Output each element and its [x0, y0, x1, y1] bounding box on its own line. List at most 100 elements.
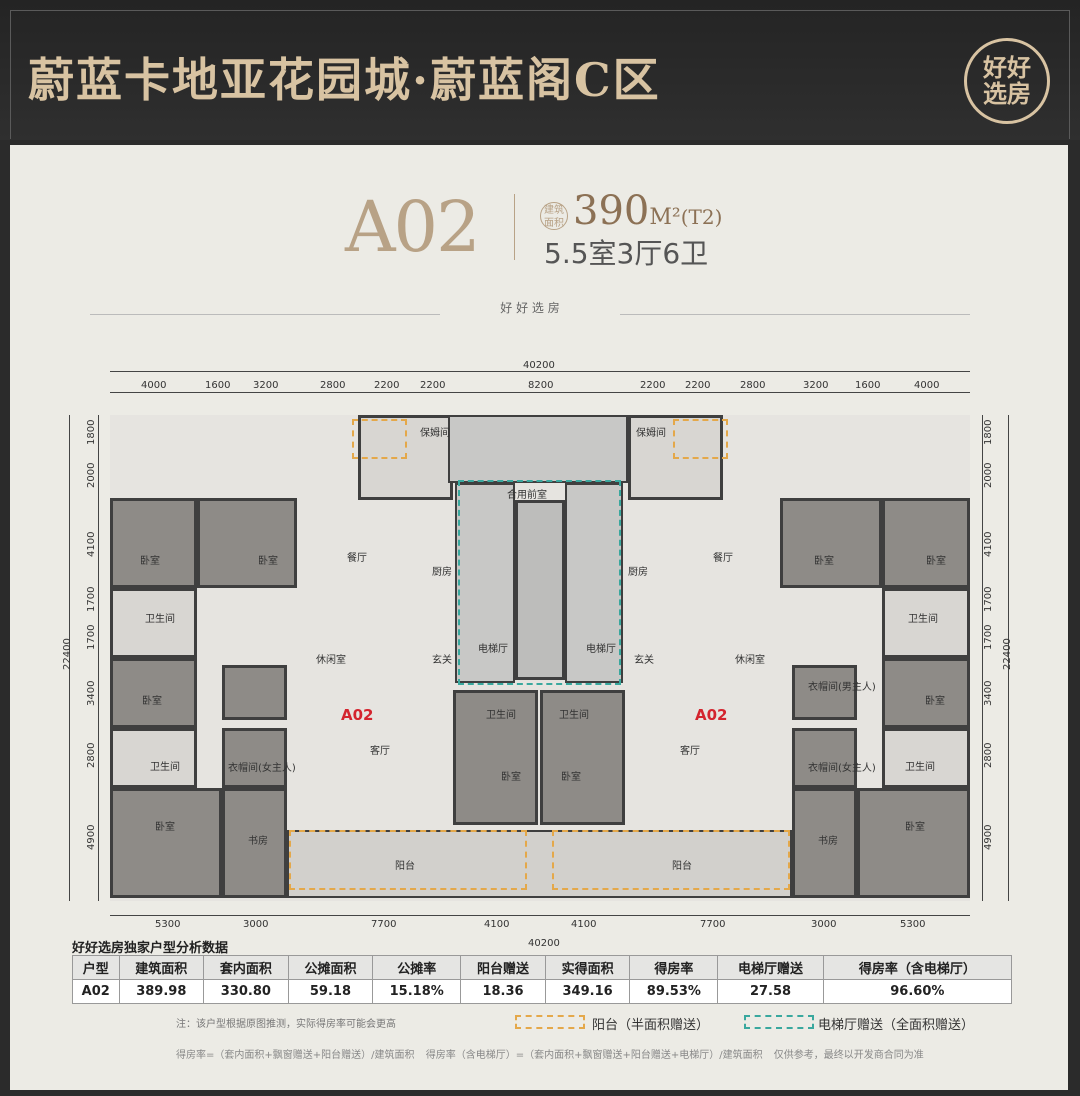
dim-left-1: 2000	[86, 462, 97, 488]
legend-elevator-swatch	[744, 1015, 814, 1029]
formula-1: 得房率=（套内面积+飘窗赠送+阳台赠送）/建筑面积	[176, 1050, 415, 1061]
label-study-left: 书房	[248, 836, 268, 847]
brand-top: 好好	[983, 54, 1031, 82]
dim-right-line	[982, 415, 983, 901]
balcony	[287, 830, 792, 898]
area-label: 建筑面积	[540, 202, 568, 230]
sub-brand: 好 好 选 房	[500, 301, 560, 315]
dim-right-total-line	[1008, 415, 1009, 901]
label-bedroom-2: 卧室	[258, 556, 278, 567]
area-type: (T2)	[680, 205, 723, 229]
dim-bottom-1: 3000	[243, 919, 269, 930]
room-bedroom-left-1	[110, 498, 197, 588]
formula-2: 得房率（含电梯厅）=（套内面积+飘窗赠送+阳台赠送+电梯厅）/建筑面积	[425, 1050, 763, 1061]
room-bedroom-center-right	[540, 690, 625, 825]
dim-bottom-total: 40200	[528, 938, 560, 949]
label-dining-left: 餐厅	[347, 553, 367, 564]
label-bedroom-1: 卧室	[140, 556, 160, 567]
label-bedroom-9: 卧室	[501, 772, 521, 783]
label-bath-right-2: 卫生间	[905, 762, 935, 773]
formula-3: 仅供参考，最终以开发商合同为准	[773, 1050, 924, 1061]
table-cell: 330.80	[203, 979, 289, 1004]
dim-top-10: 3200	[803, 380, 829, 391]
table-title: 好好选房独家户型分析数据	[72, 941, 229, 956]
dim-top-1: 1600	[205, 380, 231, 391]
label-balcony-left: 阳台	[395, 861, 415, 872]
label-corridor: 合用前室	[507, 490, 547, 501]
legend-elevator-text: 电梯厅赠送（全面积赠送）	[818, 1018, 975, 1033]
label-nanny-left: 保姆间	[420, 428, 450, 439]
table-header: 实得面积	[544, 955, 631, 980]
room-bath-left-1	[110, 588, 197, 658]
room-wardrobe-left-2	[222, 728, 287, 788]
room-bedroom-left-4	[110, 788, 222, 898]
label-wardrobe-female-left: 衣帽间(女主人)	[228, 763, 296, 774]
table-cell: 349.16	[544, 979, 631, 1004]
room-bedroom-center-left	[453, 690, 538, 825]
label-study-right: 书房	[818, 836, 838, 847]
dim-top-12: 4000	[914, 380, 940, 391]
dim-left-total-line	[69, 415, 70, 901]
table-cell: 389.98	[118, 979, 205, 1004]
table-cell: 89.53%	[629, 979, 719, 1004]
dim-right-6: 2800	[983, 742, 994, 768]
dim-bottom-2: 7700	[371, 919, 397, 930]
dim-bottom-6: 3000	[811, 919, 837, 930]
dim-right-3: 1700	[983, 586, 994, 612]
table-cell: A02	[72, 979, 120, 1004]
label-bath-center-right: 卫生间	[559, 710, 589, 721]
room-bath-left-2	[110, 728, 197, 788]
dim-left-3: 1700	[86, 586, 97, 612]
room-wardrobe-right-1	[792, 665, 857, 720]
dim-left-7: 4900	[86, 824, 97, 850]
dim-right-5: 3400	[983, 680, 994, 706]
label-dining-right: 餐厅	[713, 553, 733, 564]
label-nanny-right: 保姆间	[636, 428, 666, 439]
dim-top-8: 2200	[685, 380, 711, 391]
label-balcony-right: 阳台	[672, 861, 692, 872]
label-elevator-left: 电梯厅	[478, 644, 508, 655]
table-cell: 15.18%	[372, 979, 462, 1004]
label-wardrobe-male-right: 衣帽间(男主人)	[808, 682, 876, 693]
dim-right-1: 2000	[983, 462, 994, 488]
dim-top-5: 2200	[420, 380, 446, 391]
room-study-left	[222, 788, 287, 898]
label-leisure-right: 休闲室	[735, 655, 765, 666]
table-note: 注：该户型根据原图推测，实际得房率可能会更高	[176, 1019, 396, 1030]
label-bedroom-6: 卧室	[925, 696, 945, 707]
table-cell: 96.60%	[822, 979, 1013, 1004]
unit-code: A02	[345, 186, 481, 268]
dim-top-11: 1600	[855, 380, 881, 391]
label-bath-right-1: 卫生间	[908, 614, 938, 625]
label-bedroom-3: 卧室	[814, 556, 834, 567]
table-cell: 18.36	[460, 979, 546, 1004]
label-bedroom-8: 卧室	[905, 822, 925, 833]
bay-right-highlight	[673, 419, 728, 459]
room-bedroom-left-2	[197, 498, 297, 588]
table-cell: 27.58	[717, 979, 824, 1004]
dim-top-7: 2200	[640, 380, 666, 391]
area-main: 390M²(T2)	[573, 188, 722, 234]
table-row: A02 389.98 330.80 59.18 15.18% 18.36 349…	[72, 979, 1013, 1004]
elevator-hall-left	[455, 483, 515, 683]
table-header: 公摊率	[372, 955, 462, 980]
divider-right	[620, 314, 970, 315]
table-header: 得房率	[629, 955, 719, 980]
dim-left-6: 2800	[86, 742, 97, 768]
elevator-hall-right	[565, 483, 623, 683]
dim-left-5: 3400	[86, 680, 97, 706]
table-header-row: 户型 建筑面积 套内面积 公摊面积 公摊率 阳台赠送 实得面积 得房率 电梯厅赠…	[72, 955, 1013, 980]
title-divider	[514, 194, 515, 260]
room-wardrobe-right-2	[792, 728, 857, 788]
dim-top-9: 2800	[740, 380, 766, 391]
layout-text: 5.5室3厅6卫	[544, 237, 709, 270]
unit-tag-right: A02	[695, 706, 728, 724]
dim-left-0: 1800	[86, 419, 97, 445]
formula-text: 得房率=（套内面积+飘窗赠送+阳台赠送）/建筑面积 得房率（含电梯厅）=（套内面…	[176, 1046, 924, 1061]
room-bath-right-1	[882, 588, 970, 658]
stair-core	[448, 415, 628, 483]
dim-right-0: 1800	[983, 419, 994, 445]
area-value: 390	[573, 188, 650, 234]
table-header: 建筑面积	[118, 955, 205, 980]
label-bedroom-5: 卧室	[142, 696, 162, 707]
